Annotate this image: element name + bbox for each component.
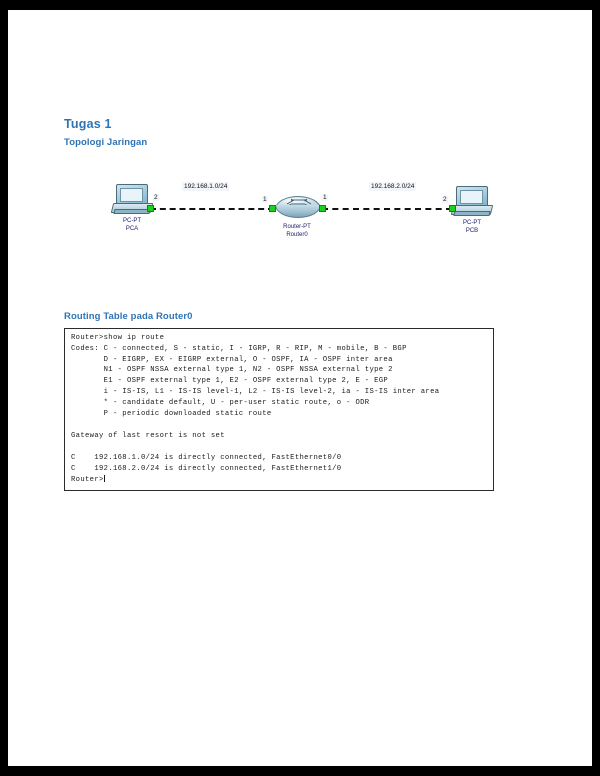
network-label-left: 192.168.1.0/24 <box>182 182 230 192</box>
node-router0-name: Router0 <box>286 231 308 238</box>
node-pcb-name: PCB <box>465 227 479 234</box>
cli-prompt: Router> <box>71 475 104 484</box>
section-heading-routing-table: Routing Table pada Router0 <box>64 311 193 323</box>
document-body: Tugas 1 Topologi Jaringan <box>64 117 544 491</box>
network-label-right: 192.168.2.0/24 <box>369 182 417 192</box>
pc-base-shadow-shape <box>113 209 151 215</box>
node-pcb-model: PC-PT <box>463 220 481 227</box>
pc-monitor-shape <box>116 184 148 207</box>
node-router0[interactable]: Router-PT Router0 <box>269 196 325 239</box>
node-pca-model: PC-PT <box>123 218 141 225</box>
cli-lines: Router>show ip route Codes: C - connecte… <box>71 333 440 473</box>
router-icon <box>274 196 321 222</box>
router-body-shape <box>275 205 321 219</box>
link-status-dot-router-right <box>319 205 326 213</box>
pc-icon <box>450 186 494 218</box>
link-status-dot-router-left <box>269 205 276 213</box>
section-heading-topology: Topologi Jaringan <box>64 136 148 148</box>
node-router0-caption: Router-PT Router0 <box>269 224 325 239</box>
link-status-dot-pcb <box>449 205 456 213</box>
node-pca[interactable]: PC-PT PCA <box>104 184 160 233</box>
node-pca-name: PCA <box>125 225 139 232</box>
node-router0-model: Router-PT <box>283 224 311 231</box>
page-title: Tugas 1 <box>64 117 112 131</box>
node-pcb[interactable]: PC-PT PCB <box>444 186 500 235</box>
document-page: Tugas 1 Topologi Jaringan <box>8 10 592 766</box>
cli-cursor <box>103 474 105 482</box>
pc-icon <box>110 184 154 216</box>
cli-text: Router>show ip route Codes: C - connecte… <box>71 333 487 486</box>
port-label-router-right: 1 <box>322 194 328 202</box>
link-pca-router <box>150 208 274 211</box>
network-topology-figure: PC-PT PCA <box>64 156 534 299</box>
node-pcb-caption: PC-PT PCB <box>444 220 500 235</box>
pc-base-shadow-shape <box>453 211 491 217</box>
router-cli-output: Router>show ip route Codes: C - connecte… <box>64 327 494 491</box>
pc-screen-shape <box>120 187 143 202</box>
port-label-pca: 2 <box>153 194 159 202</box>
port-label-router-left: 1 <box>262 196 268 204</box>
link-status-dot-pca <box>147 205 154 213</box>
pc-screen-shape <box>460 189 483 204</box>
port-label-pcb: 2 <box>442 196 448 204</box>
node-pca-caption: PC-PT PCA <box>104 218 160 233</box>
link-router-pcb <box>322 208 452 211</box>
